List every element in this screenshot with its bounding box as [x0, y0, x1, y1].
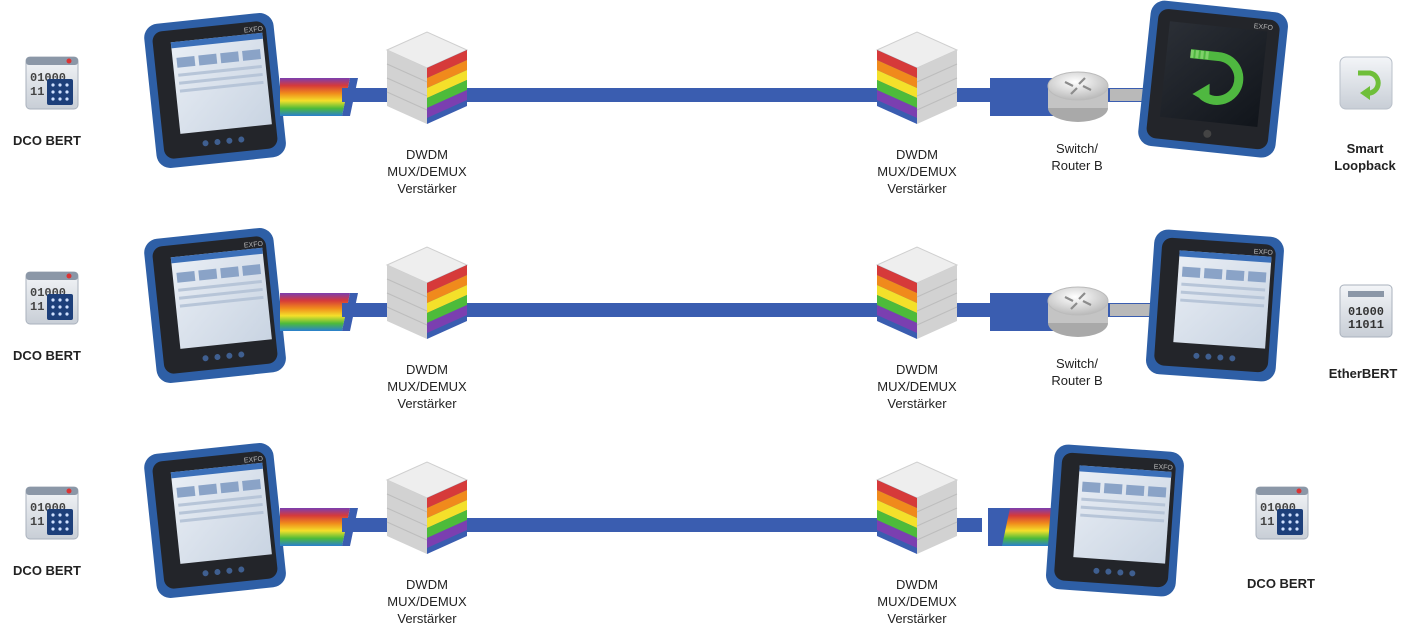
svg-text:EXFO: EXFO: [244, 26, 264, 35]
topology-row-1: 01000 11 DCO BERT EXFO: [0, 0, 1407, 210]
router-label: Switch/Router B: [1051, 141, 1103, 173]
dwdm-mux-left: [385, 461, 469, 554]
dwdm-mux-right: [875, 246, 959, 339]
test-instrument-left: EXFO: [144, 227, 286, 384]
svg-text:EXFO: EXFO: [244, 456, 264, 465]
router-icon: [1047, 71, 1109, 122]
svg-text:11: 11: [30, 300, 44, 314]
svg-text:11011: 11011: [1348, 318, 1384, 332]
dco-bert-icon: 01000 11: [1255, 486, 1309, 540]
svg-text:EXFO: EXFO: [1254, 249, 1274, 257]
svg-text:EXFO: EXFO: [1154, 464, 1174, 472]
etherbert-icon: 01000 11011: [1339, 284, 1393, 338]
router-label: Switch/Router B: [1051, 356, 1103, 388]
dwdm-mux-left: [385, 246, 469, 339]
fiber-link: [280, 508, 1060, 546]
svg-text:EXFO: EXFO: [1253, 23, 1273, 32]
test-instrument-right: EXFO: [1146, 229, 1284, 382]
right-app-label: EtherBERT: [1328, 366, 1398, 381]
svg-text:11: 11: [1260, 515, 1274, 529]
left-app-label: DCO BERT: [13, 348, 81, 363]
svg-text:11: 11: [30, 85, 44, 99]
dwdm-mux-right: [875, 31, 959, 124]
svg-text:EXFO: EXFO: [244, 241, 264, 250]
test-instrument-right: EXFO: [1138, 0, 1288, 158]
dwdm-mux-left: [385, 31, 469, 124]
topology-row-2: 01000 11 DCO BERT EXFO: [0, 215, 1407, 425]
left-app-label: DCO BERT: [13, 563, 81, 578]
test-instrument-left: EXFO: [144, 442, 286, 599]
test-instrument-left: EXFO: [144, 12, 286, 169]
right-app-label: DCO BERT: [1247, 576, 1315, 591]
router-icon: [1047, 286, 1109, 337]
dco-bert-icon: 01000 11: [25, 486, 79, 540]
svg-text:11: 11: [30, 515, 44, 529]
smart-loopback-icon: [1339, 56, 1393, 110]
svg-text:01000: 01000: [1348, 305, 1384, 319]
dco-bert-icon: 01000 11: [25, 271, 79, 325]
test-instrument-right: EXFO: [1046, 444, 1184, 597]
dwdm-mux-right: [875, 461, 959, 554]
left-app-label: DCO BERT: [13, 133, 81, 148]
dco-bert-icon: 01000 11: [25, 56, 79, 110]
topology-row-3: 01000 11 DCO BERT EXFO: [0, 430, 1407, 640]
